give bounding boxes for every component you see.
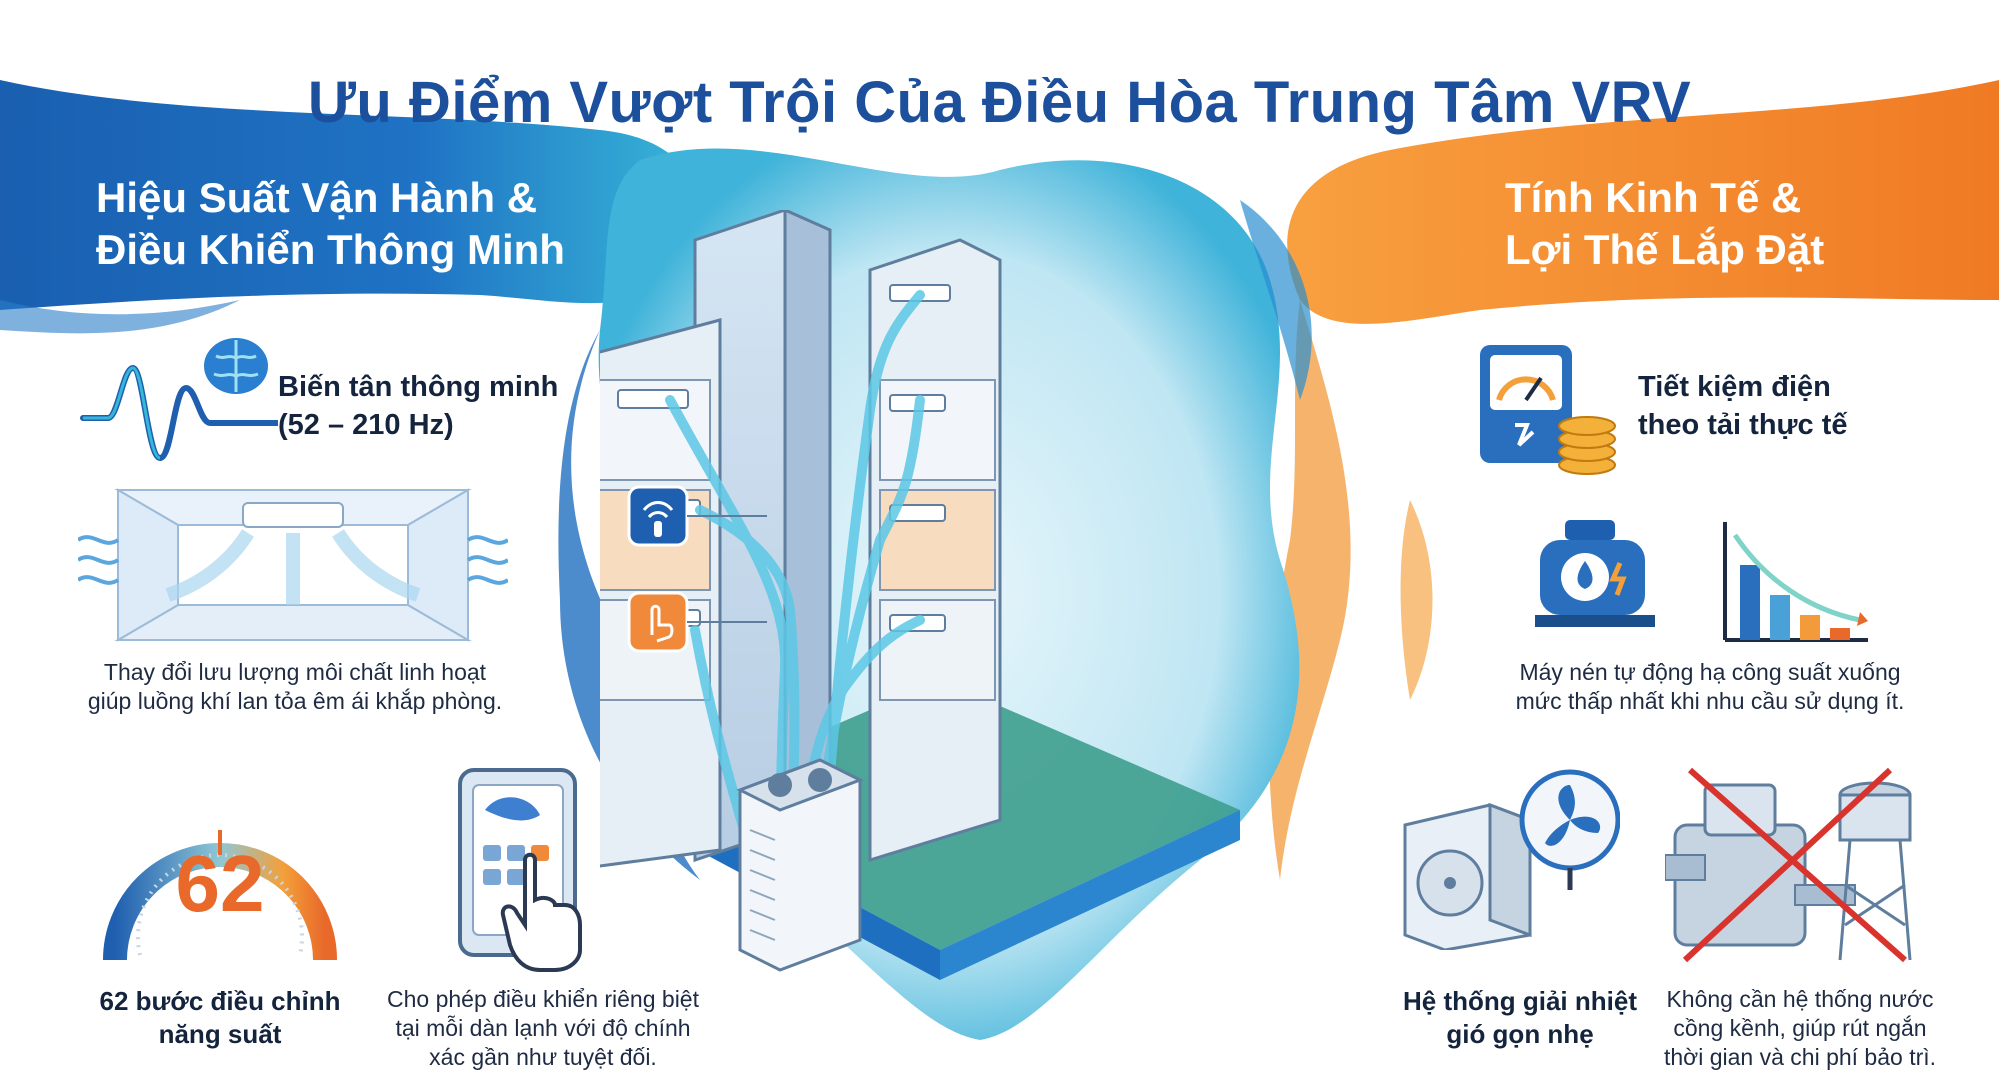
page-title: Ưu Điểm Vượt Trội Của Điều Hòa Trung Tâm…: [307, 69, 1692, 135]
gauge-icon: [103, 830, 337, 961]
center-callout-icons: [627, 485, 767, 653]
capacity-steps-label: 62 bước điều chỉnh năng suất: [99, 986, 341, 1049]
left-section-title: Hiệu Suất Vận Hành & Điều Khiển Thông Mi…: [96, 174, 565, 273]
crossed-water-tower-icon: [1665, 767, 1912, 963]
air-cooled-label: Hệ thống giải nhiệt gió gọn nhẹ: [1403, 986, 1637, 1049]
air-cooled-unit-icon: [1403, 769, 1620, 950]
airflow-description: Thay đổi lưu lượng môi chất linh hoạt gi…: [87, 659, 503, 714]
compressor-icon: [1535, 520, 1655, 627]
individual-control-description: Cho phép điều khiển riêng biệt tại mỗi d…: [386, 986, 699, 1070]
indoor-airflow-icon: [78, 488, 508, 642]
compressor-description: Máy nén tự động hạ công suất xuống mức t…: [1515, 659, 1905, 714]
tablet-control-icon: [458, 768, 582, 972]
right-section-title: Tính Kinh Tế & Lợi Thế Lắp Đặt: [1505, 174, 1825, 273]
decreasing-bars-icon: [1723, 522, 1868, 642]
inverter-label: Biến tân thông minh (52 – 210 Hz): [278, 371, 559, 441]
energy-saving-label: Tiết kiệm điện theo tải thực tế: [1638, 371, 1848, 441]
energy-meter-coins-icon: [1480, 345, 1616, 475]
no-water-system-description: Không cần hệ thống nước cồng kềnh, giúp …: [1663, 986, 1937, 1070]
gauge-value: 62: [175, 839, 265, 928]
vrv-building-illustration: [600, 210, 1240, 980]
brain-wave-icon: [80, 338, 278, 462]
